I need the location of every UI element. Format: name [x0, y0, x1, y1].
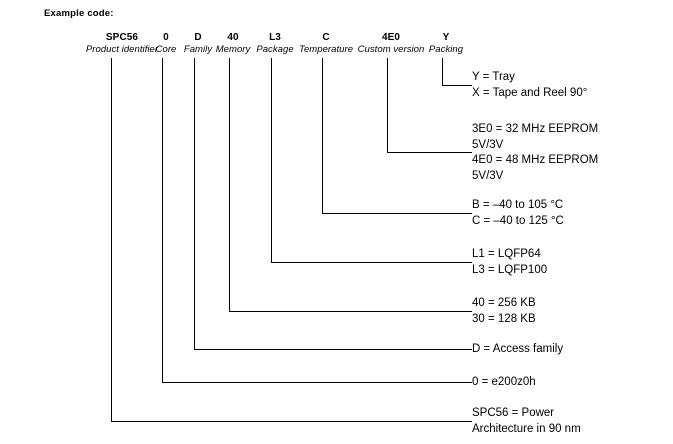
- field-code-memory: 40: [227, 32, 239, 43]
- legend-line: 40 = 256 KB: [472, 297, 536, 309]
- connector-vertical-memory: [229, 58, 230, 311]
- field-code-family: D: [194, 32, 202, 43]
- legend-line: L3 = LQFP100: [472, 263, 548, 276]
- legend-line: 3E0 = 32 MHz EEPROM: [472, 123, 599, 135]
- connector-horizontal-temperature: [322, 213, 472, 214]
- connector-vertical-core: [162, 58, 163, 382]
- legend-line: 4E0 = 48 MHz EEPROM: [472, 154, 599, 166]
- legend-block-memory: 40 = 256 KB 30 = 128 KB: [472, 296, 536, 327]
- field-label-memory: Memory: [215, 44, 251, 55]
- connector-horizontal-product-identifier: [111, 421, 472, 422]
- connector-horizontal-memory: [229, 311, 472, 312]
- legend-line: C = –40 to 125 °C: [472, 214, 564, 227]
- connector-vertical-package: [271, 58, 272, 262]
- field-label-core: Core: [155, 44, 177, 55]
- legend-block-custom-version: 3E0 = 32 MHz EEPROM 5V/3V 4E0 = 48 MHz EEP…: [472, 122, 598, 184]
- legend-line: 5V/3V: [472, 169, 504, 182]
- legend-line: Y = Tray: [472, 71, 515, 83]
- field-label-package: Package: [256, 44, 294, 55]
- legend-line: D = Access family: [472, 343, 564, 355]
- connector-horizontal-packing: [442, 85, 472, 86]
- field-code-packing: Y: [442, 32, 450, 43]
- connector-horizontal-family: [194, 349, 472, 350]
- legend-block-package: L1 = LQFP64 L3 = LQFP100: [472, 247, 547, 278]
- field-code-package: L3: [269, 32, 281, 43]
- connector-horizontal-package: [271, 262, 472, 263]
- legend-line: SPC56 = Power: [472, 407, 555, 419]
- legend-line: Architecture in 90 nm: [472, 422, 581, 435]
- field-code-temperature: C: [322, 32, 330, 43]
- field-label-product-identifier: Product identifier: [85, 44, 159, 55]
- field-label-temperature: Temperature: [298, 44, 354, 55]
- legend-block-core: 0 = e200z0h: [472, 375, 536, 391]
- legend-line: B = –40 to 105 °C: [472, 199, 564, 211]
- legend-line: 0 = e200z0h: [472, 376, 536, 388]
- page-title: Example code:: [44, 8, 114, 19]
- field-label-packing: Packing: [428, 44, 464, 55]
- connector-horizontal-core: [162, 382, 472, 383]
- field-label-family: Family: [183, 44, 213, 55]
- field-code-core: 0: [163, 32, 169, 43]
- legend-block-family: D = Access family: [472, 342, 563, 358]
- legend-block-temperature: B = –40 to 105 °C C = –40 to 125 °C: [472, 198, 564, 229]
- legend-line: 30 = 128 KB: [472, 312, 536, 325]
- field-label-custom-version: Custom version: [357, 44, 425, 55]
- connector-vertical-temperature: [322, 58, 323, 213]
- connector-horizontal-custom-version: [387, 152, 472, 153]
- legend-line: 5V/3V: [472, 138, 504, 151]
- field-code-product-identifier: SPC56: [105, 32, 139, 43]
- connector-vertical-custom-version: [387, 58, 388, 152]
- legend-line: L1 = LQFP64: [472, 248, 541, 260]
- connector-vertical-packing: [442, 58, 443, 85]
- legend-block-packing: Y = Tray X = Tape and Reel 90°: [472, 70, 587, 101]
- connector-vertical-product-identifier: [111, 58, 112, 421]
- connector-vertical-family: [194, 58, 195, 349]
- legend-line: X = Tape and Reel 90°: [472, 86, 588, 99]
- field-code-custom-version: 4E0: [381, 32, 401, 43]
